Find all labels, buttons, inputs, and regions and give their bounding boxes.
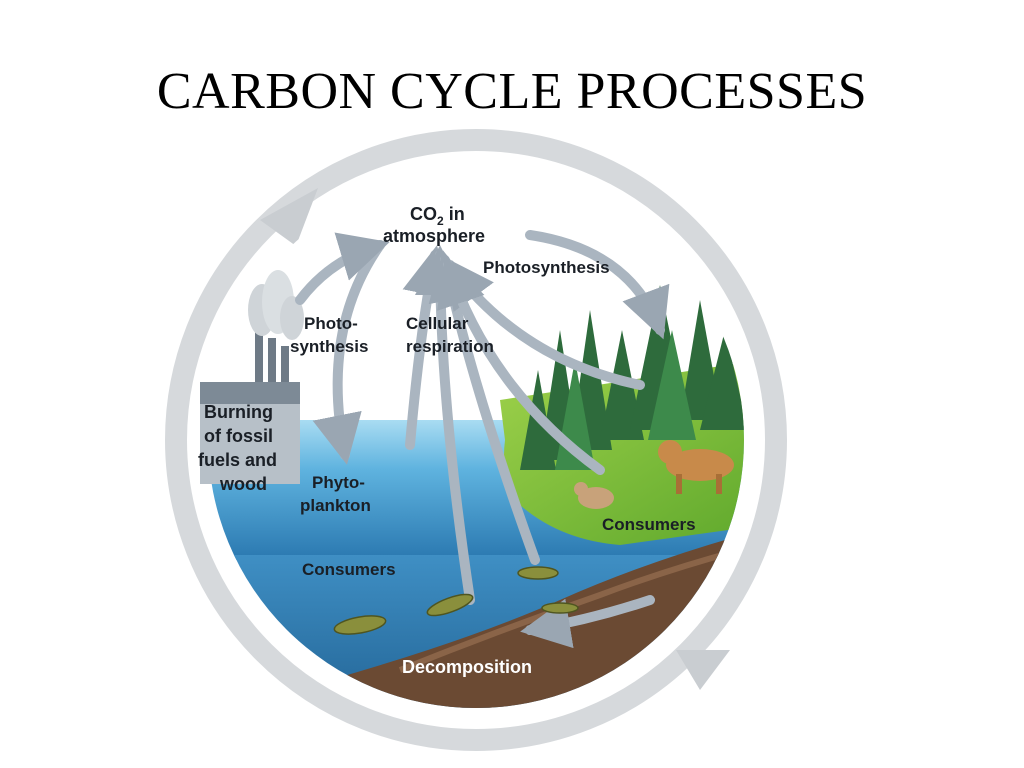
arrow-respiration-land-2	[437, 255, 605, 475]
fish-icons	[333, 566, 579, 635]
label-phytoplankton-1: Phyto-	[312, 473, 365, 492]
label-photosynthesis-ocean-2: synthesis	[290, 337, 368, 356]
label-consumers-land: Consumers	[602, 515, 696, 534]
label-photosynthesis-ocean-1: Photo-	[304, 314, 358, 333]
rabbit-icon	[574, 482, 614, 509]
label-co2: CO2 in	[410, 204, 465, 228]
scene	[208, 172, 744, 708]
lynx-icon	[658, 440, 734, 494]
label-burning-1: Burning	[204, 402, 273, 422]
factory-icon	[200, 270, 304, 484]
cycle-ring	[165, 129, 787, 751]
label-phytoplankton-2: plankton	[300, 496, 371, 515]
label-cellular-1: Cellular	[406, 314, 469, 333]
arrow-photosynthesis-land	[525, 230, 670, 340]
label-burning-2: of fossil	[204, 426, 273, 446]
slide-title: CARBON CYCLE PROCESSES	[156, 63, 868, 120]
arrow-decomposition	[520, 595, 655, 649]
label-burning-3: fuels and	[198, 450, 277, 470]
label-cellular-2: respiration	[406, 337, 494, 356]
flow-arrows	[295, 230, 670, 649]
label-burning-4: wood	[219, 474, 267, 494]
label-photosynthesis-land: Photosynthesis	[483, 258, 610, 277]
label-decomposition: Decomposition	[402, 657, 532, 677]
label-atmosphere: atmosphere	[383, 226, 485, 246]
arrow-burning	[295, 232, 390, 305]
label-consumers-ocean: Consumers	[302, 560, 396, 579]
